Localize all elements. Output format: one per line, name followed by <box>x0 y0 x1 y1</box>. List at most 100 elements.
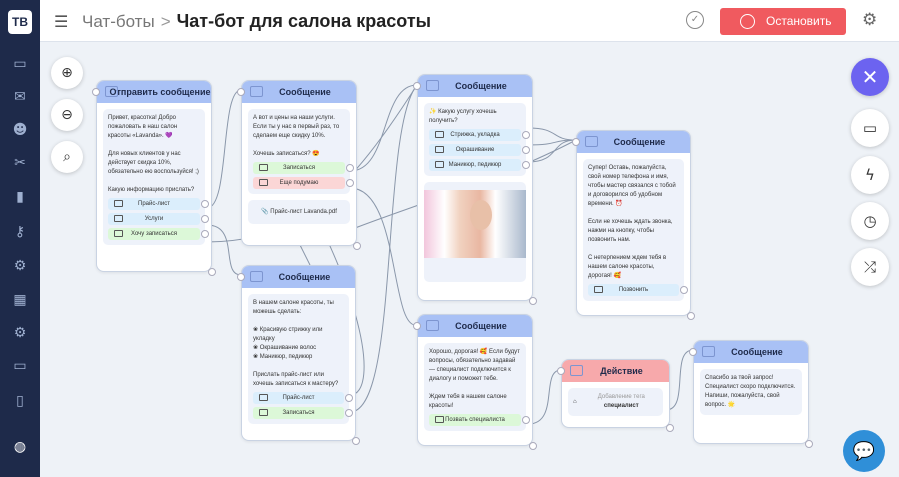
stats-icon[interactable]: ▮ <box>16 189 24 205</box>
mail-icon[interactable]: ✉ <box>14 89 26 105</box>
gear-icon[interactable]: ⚙ <box>862 10 878 30</box>
node-header[interactable]: Сообщение <box>694 341 808 363</box>
output-port[interactable] <box>529 297 537 305</box>
output-port[interactable] <box>353 242 361 250</box>
reply-button[interactable]: Прайс-лист <box>108 198 209 210</box>
input-port[interactable] <box>237 273 245 281</box>
chat-icon[interactable]: 💬 <box>843 430 885 472</box>
file-attachment[interactable]: 📎 Прайс-лист Lavanda.pdf <box>248 200 350 224</box>
random-icon[interactable]: ⤮ <box>851 248 889 286</box>
button-port[interactable] <box>522 131 530 139</box>
reply-button[interactable]: Еще подумаю <box>253 177 354 189</box>
output-port[interactable] <box>687 312 695 320</box>
settings-icon[interactable]: ⚙ <box>13 325 27 341</box>
button-port[interactable] <box>201 230 209 238</box>
button-icon <box>435 131 444 138</box>
reply-button[interactable]: Прайс-лист <box>253 392 353 404</box>
message-text: Супер! Оставь, пожалуйста, свой номер те… <box>588 165 676 279</box>
zoom-in-icon[interactable]: ⊕ <box>51 57 83 89</box>
button-port[interactable] <box>345 394 353 402</box>
output-port[interactable] <box>208 268 216 276</box>
input-port[interactable] <box>689 348 697 356</box>
billing-icon[interactable]: ▭ <box>13 358 27 374</box>
messages-icon[interactable]: ▭ <box>13 56 27 72</box>
reply-button[interactable]: Хочу записаться <box>108 228 209 240</box>
image-woman <box>424 190 526 258</box>
node-title: Сообщение <box>278 272 331 282</box>
reply-button-label: Стрижка, укладка <box>450 132 500 138</box>
reply-button[interactable]: Стрижка, укладка <box>429 129 530 141</box>
close-icon[interactable]: ✕ <box>851 58 889 96</box>
reply-button[interactable]: Маникюр, педикюр <box>429 159 530 171</box>
integrations-icon[interactable]: ⚙ <box>13 258 27 274</box>
bot-icon[interactable]: ☻ <box>12 122 28 138</box>
connection <box>527 369 562 425</box>
node-header[interactable]: Сообщение <box>577 131 690 153</box>
reply-button[interactable]: Позвать специалиста <box>429 414 530 426</box>
scissors-icon[interactable]: ✂ <box>14 155 26 171</box>
node-header[interactable]: Сообщение <box>418 75 532 97</box>
button-port[interactable] <box>346 179 354 187</box>
docs-icon[interactable]: ▯ <box>16 393 24 409</box>
reply-button[interactable]: Записаться <box>253 162 354 174</box>
output-port[interactable] <box>352 437 360 445</box>
connection <box>349 84 418 172</box>
node-title: Сообщение <box>455 81 507 91</box>
action-icon[interactable]: ϟ <box>851 156 889 194</box>
button-port[interactable] <box>201 200 209 208</box>
check-icon[interactable]: ✓ <box>686 11 704 29</box>
timer-icon[interactable]: ◷ <box>851 202 889 240</box>
flow-node[interactable]: Сообщение В нашем салоне красоты, ты може… <box>237 265 360 445</box>
key-icon[interactable]: ⚷ <box>14 224 26 240</box>
globe-icon[interactable]: ◍ <box>13 439 27 455</box>
connection <box>349 84 418 413</box>
button-port[interactable] <box>522 416 530 424</box>
node-header[interactable]: Отправить сообщение <box>97 81 211 103</box>
output-port[interactable] <box>805 440 813 448</box>
zoom-fit-icon[interactable]: ⌕ <box>51 141 83 173</box>
input-port[interactable] <box>557 367 565 375</box>
button-port[interactable] <box>522 146 530 154</box>
image-block <box>424 182 526 282</box>
reply-button-label: Маникюр, педикюр <box>448 162 502 168</box>
reply-button[interactable]: Записаться <box>253 407 353 419</box>
stop-icon <box>740 14 755 29</box>
stop-button[interactable]: Остановить <box>720 8 846 35</box>
output-port[interactable] <box>529 442 537 450</box>
logo[interactable]: ТВ <box>8 10 32 34</box>
button-port[interactable] <box>346 164 354 172</box>
reply-button[interactable]: Окрашивание <box>429 144 530 156</box>
input-port[interactable] <box>413 82 421 90</box>
input-port[interactable] <box>237 88 245 96</box>
input-port[interactable] <box>413 322 421 330</box>
input-port[interactable] <box>572 138 580 146</box>
reply-button[interactable]: Услуги <box>108 213 209 225</box>
breadcrumb[interactable]: Чат-боты <box>82 12 155 31</box>
node-header[interactable]: Сообщение <box>418 315 532 337</box>
add-message-icon[interactable]: ▭ <box>851 109 889 147</box>
node-header[interactable]: Сообщение <box>242 81 356 103</box>
input-port[interactable] <box>92 88 100 96</box>
menu-icon[interactable]: ☰ <box>54 12 69 31</box>
button-port[interactable] <box>680 286 688 294</box>
message-text: В нашем салоне красоты, ты можешь сделат… <box>253 300 339 387</box>
node-header[interactable]: Действие <box>562 360 669 382</box>
calculator-icon[interactable]: ▦ <box>13 292 27 308</box>
reply-button-label: Прайс-лист <box>138 201 170 207</box>
message-block: Спасибо за твой запрос! Специалист скоро… <box>700 369 802 415</box>
flow-node[interactable]: Сообщение✨ Какую услугу хочешь получить?… <box>413 74 537 305</box>
zoom-out-icon[interactable]: ⊖ <box>51 99 83 131</box>
button-port[interactable] <box>201 215 209 223</box>
button-port[interactable] <box>345 409 353 417</box>
output-port[interactable] <box>666 424 674 432</box>
button-port[interactable] <box>522 161 530 169</box>
reply-button-label: Еще подумаю <box>279 180 319 186</box>
reply-button[interactable]: Позвонить <box>588 284 688 296</box>
node-header[interactable]: Сообщение <box>242 266 355 288</box>
